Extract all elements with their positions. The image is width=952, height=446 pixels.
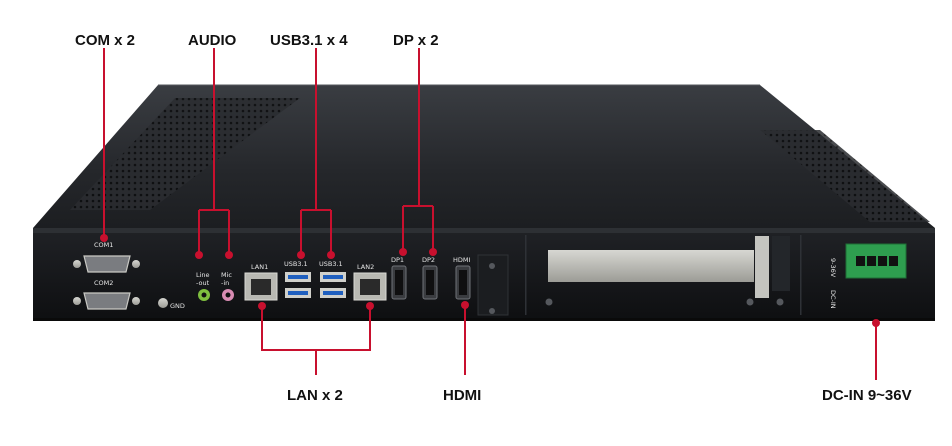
- callout-com: COM x 2: [75, 32, 135, 49]
- callout-usb: USB3.1 x 4: [270, 32, 348, 49]
- callout-lines: [103, 48, 877, 380]
- dc-range-label: 9-36V: [829, 258, 837, 278]
- slot-bracket-tab: [755, 236, 769, 298]
- callout-dots: [100, 234, 880, 327]
- usb31-label-b: USB3.1: [319, 260, 343, 268]
- line-out-label-1: Line: [196, 271, 210, 279]
- audio-jacks: Line -out Mic -in: [196, 271, 234, 301]
- panel-divider: [800, 235, 802, 315]
- panel-divider: [525, 235, 527, 315]
- dc-in-label: DC-IN: [829, 290, 837, 309]
- lan1: LAN1: [244, 263, 278, 301]
- mic-in-label-1: Mic: [221, 271, 232, 279]
- com1-port: [83, 255, 131, 273]
- com2-port: [83, 292, 131, 310]
- usb31-ports: USB3.1 USB3.1: [284, 260, 346, 298]
- hdmi-label: HDMI: [453, 256, 471, 264]
- callout-hdmi: HDMI: [443, 387, 481, 404]
- dp2-label: DP2: [422, 256, 435, 264]
- com1-label: COM1: [94, 241, 113, 249]
- com2-label: COM2: [94, 279, 113, 287]
- lan2: LAN2: [353, 263, 387, 301]
- mic-in-label-2: -in: [221, 279, 229, 287]
- callout-dc-in: DC-IN 9~36V: [822, 387, 912, 404]
- dp1-label: DP1: [391, 256, 404, 264]
- lan1-label: LAN1: [251, 263, 268, 271]
- callout-audio: AUDIO: [188, 32, 237, 49]
- com-ports: COM1 COM2 GND: [73, 241, 185, 310]
- left-vent-grille: [70, 98, 300, 210]
- callout-lan: LAN x 2: [287, 387, 343, 404]
- hdmi: HDMI: [453, 256, 471, 300]
- usb31-label-a: USB3.1: [284, 260, 308, 268]
- displayports: DP1 DP2: [391, 256, 438, 300]
- lan2-label: LAN2: [357, 263, 374, 271]
- blank-bracket: [477, 254, 509, 316]
- chassis-top: [33, 84, 935, 228]
- ground-screw: [158, 298, 168, 308]
- line-out-label-2: -out: [196, 279, 210, 287]
- gnd-label: GND: [170, 302, 185, 310]
- callout-dp: DP x 2: [393, 32, 439, 49]
- expansion-slot: [545, 236, 790, 306]
- right-vent-grille: [760, 130, 930, 222]
- expansion-slot-cover: [548, 250, 754, 282]
- dc-in: 9-36V DC-IN: [829, 243, 907, 309]
